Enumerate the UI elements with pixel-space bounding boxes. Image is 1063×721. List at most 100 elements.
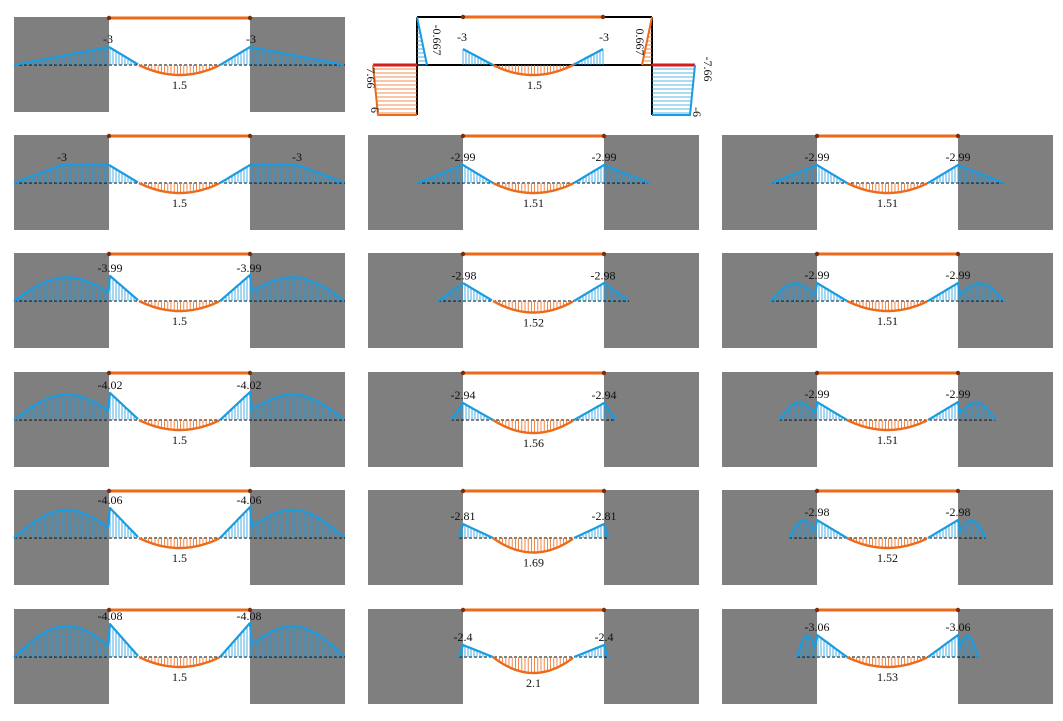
hogging-curve-right <box>927 163 1005 185</box>
hogging-label-right: -4.06 <box>237 493 262 507</box>
beam-node-right <box>955 133 961 139</box>
hogging-curve-left <box>13 622 139 658</box>
hogging-label-left: -4.08 <box>98 609 123 623</box>
moment-panel-c1-r2: -3-31.5 <box>13 133 345 230</box>
hogging-curve-left <box>788 518 848 539</box>
hogging-label-left: -3 <box>103 32 113 46</box>
moment-panel-c3-r3: -2.99-2.991.51 <box>722 251 1053 348</box>
hogging-curve-right <box>573 522 610 540</box>
hogging-curve-left <box>13 46 139 67</box>
moment-panel-c2-r6: -2.4-2.42.1 <box>368 607 699 704</box>
hogging-label-right: -2.98 <box>946 505 971 519</box>
beam-node-left <box>106 133 112 139</box>
hatch-hogging-right <box>576 165 647 183</box>
moment-panel-c1-r5: -4.06 -4.06 1.5 <box>13 488 345 585</box>
right-column-upper-outline <box>641 16 653 66</box>
hogging-label-right: -2.99 <box>946 387 971 401</box>
hogging-curve-right <box>219 621 345 658</box>
hogging-label-right: -2.99 <box>592 150 617 164</box>
moment-panel-c3-r4: -2.99-2.991.51 <box>722 370 1053 467</box>
hogging-label-left: -3 <box>57 150 67 164</box>
hatch-hogging-left <box>16 165 138 183</box>
left-wall <box>368 490 463 585</box>
frame-node-right <box>600 14 606 20</box>
hogging-curve-right <box>219 390 345 421</box>
moment-panel-c2-r4: -2.94-2.941.56 <box>368 370 699 467</box>
hogging-curve-left <box>795 633 848 658</box>
hogging-label-left: -3.06 <box>805 620 830 634</box>
hatch-hogging-right <box>222 47 338 65</box>
beam-node-left <box>106 370 112 376</box>
hogging-label-right: -3 <box>246 32 256 46</box>
hatch-hogging-left <box>16 275 138 301</box>
hogging-label-right: -2.4 <box>595 630 614 644</box>
hogging-curve-right <box>573 643 610 659</box>
hogging-label-right: -2.99 <box>946 150 971 164</box>
hogging-label-right: -4.02 <box>237 378 262 392</box>
right-wall <box>604 609 699 704</box>
hogging-curve-right <box>927 518 987 539</box>
sagging-label: 1.51 <box>523 196 544 210</box>
frame-hogging-label-right: -3 <box>599 30 609 44</box>
hatch-hogging-left <box>16 624 138 657</box>
hogging-curve-right <box>219 273 345 302</box>
beam-node-left <box>106 251 112 257</box>
hogging-label-right: -2.98 <box>591 269 616 283</box>
frame-hogging-label-left: -3 <box>457 30 467 44</box>
sagging-curve <box>492 418 574 435</box>
right-wall <box>958 372 1053 467</box>
right-wall <box>604 490 699 585</box>
sagging-curve <box>846 655 928 669</box>
beam-node-right <box>247 488 253 494</box>
hogging-curve-right <box>927 633 980 658</box>
left-column-bottom-label: 6 <box>368 107 382 113</box>
beam-node-right <box>601 607 607 613</box>
hatch-hogging-left <box>791 520 844 538</box>
hatch-hogging-left <box>461 645 490 657</box>
left-wall <box>368 372 463 467</box>
hogging-label-left: -2.99 <box>805 268 830 282</box>
sagging-label: 1.69 <box>523 556 544 570</box>
hogging-curve-left <box>457 522 494 540</box>
sagging-label: 1.5 <box>172 551 187 565</box>
sagging-curve <box>138 181 220 195</box>
hogging-label-right: -2.81 <box>592 509 617 523</box>
sagging-label: 1.5 <box>172 78 187 92</box>
left-column-upper-outline <box>416 16 428 66</box>
hogging-label-left: -4.06 <box>98 493 123 507</box>
sagging-label: 1.56 <box>523 436 544 450</box>
right-column-lower-outline <box>652 64 696 116</box>
hogging-curve-left <box>778 400 848 421</box>
sagging-curve <box>138 63 220 77</box>
hatch-hogging-left <box>799 635 846 657</box>
beam-node-left <box>460 488 466 494</box>
beam-node-left <box>814 133 820 139</box>
hatch-hogging-left <box>419 165 490 183</box>
moment-panel-c3-r5: -2.98-2.981.52 <box>722 488 1053 585</box>
sagging-curve <box>846 418 928 432</box>
sagging-curve <box>138 536 220 550</box>
sagging-curve <box>492 181 574 195</box>
sagging-label: 1.51 <box>877 196 898 210</box>
hogging-curve-right <box>573 281 629 302</box>
left-wall <box>722 609 817 704</box>
left-column-lower-outline <box>372 64 417 116</box>
hogging-label-right: -3.06 <box>946 620 971 634</box>
sagging-curve <box>846 299 928 313</box>
hogging-curve-left <box>450 401 494 421</box>
beam-node-right <box>601 133 607 139</box>
hogging-curve-right <box>927 281 1005 302</box>
hogging-curve-left <box>770 163 848 185</box>
hogging-curve-left <box>416 163 494 185</box>
moment-panel-c2-r3: -2.98-2.981.52 <box>368 251 699 348</box>
hatch-sagging <box>141 420 217 430</box>
beam-node-right <box>955 370 961 376</box>
hogging-label-left: -2.98 <box>805 505 830 519</box>
hogging-label-right: -3 <box>292 150 302 164</box>
sagging-curve <box>492 299 574 314</box>
hatch-hogging-right <box>576 645 608 657</box>
moment-panel-c3-r2: -2.99-2.991.51 <box>722 133 1053 230</box>
hogging-curve-left <box>437 282 493 302</box>
moment-panel-c2-r5: -2.81-2.811.69 <box>368 488 699 585</box>
hogging-label-left: -4.02 <box>98 378 123 392</box>
